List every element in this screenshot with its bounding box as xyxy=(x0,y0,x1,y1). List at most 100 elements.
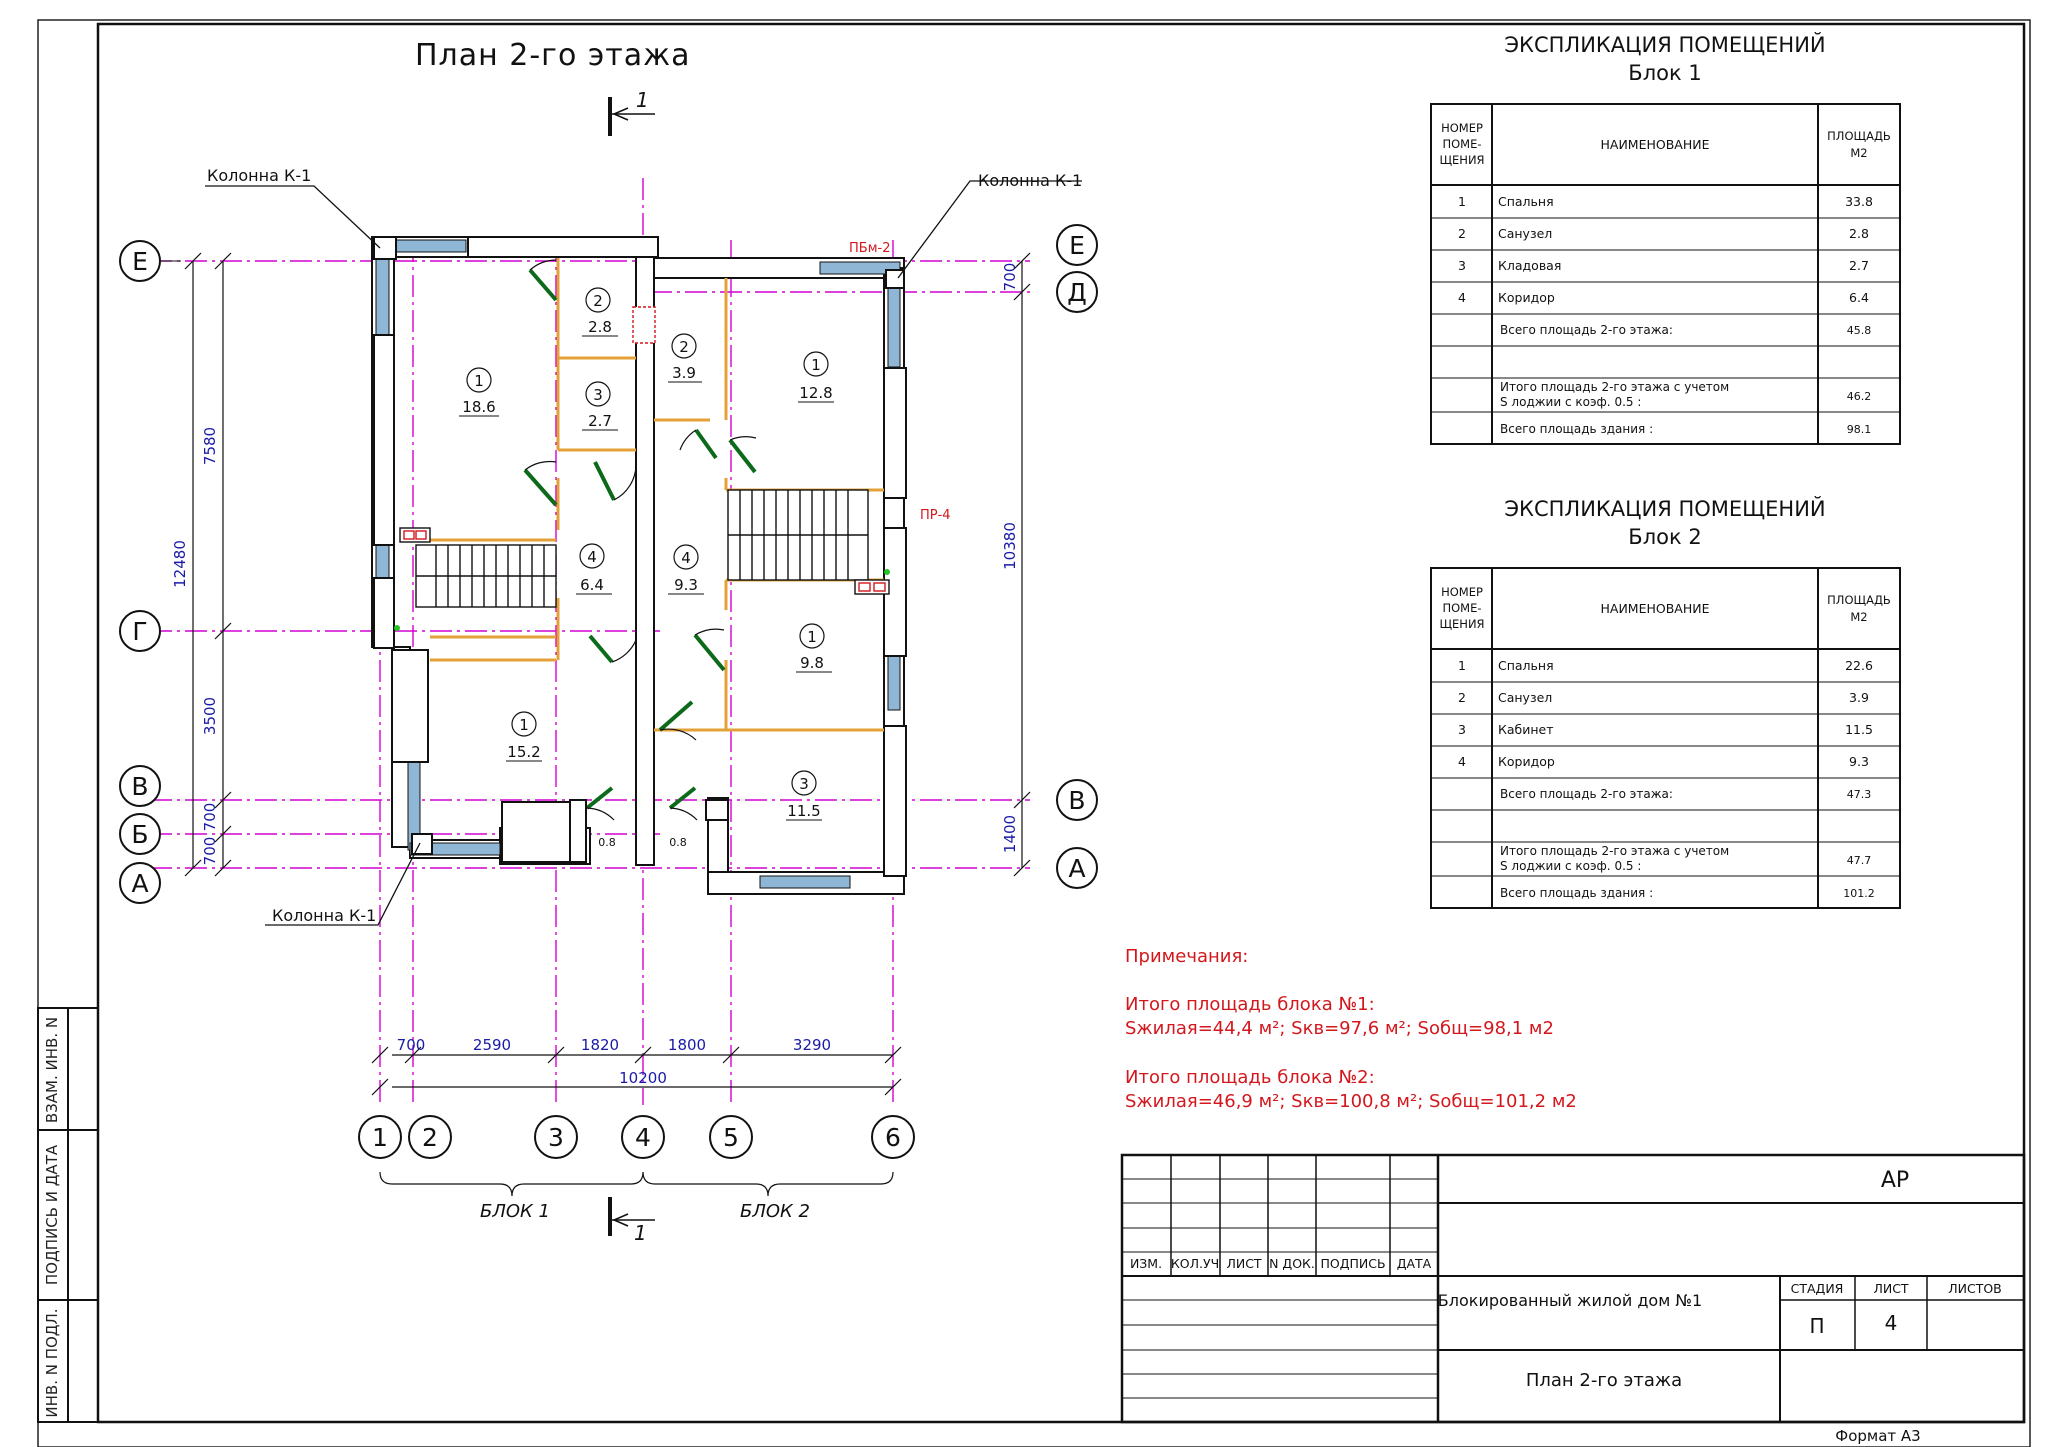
room-2-1a: 1 12.8 xyxy=(798,351,834,403)
t2-r4-name: Коридор xyxy=(1498,754,1555,769)
t2-total-building: 101.2 xyxy=(1843,887,1875,900)
room-2-3-num: 3 xyxy=(799,775,809,793)
room-1-3: 3 2.7 xyxy=(582,381,618,431)
axis-row-v-left: В xyxy=(131,772,148,801)
dim-bottom-5: 3290 xyxy=(793,1036,831,1054)
t1-r1-area: 33.8 xyxy=(1845,194,1873,209)
strip-label-sign: ПОДПИСЬ И ДАТА xyxy=(43,1144,61,1285)
dim-left-2: 3500 xyxy=(201,697,219,735)
t1-h-num-3: ЩЕНИЯ xyxy=(1439,153,1484,167)
t2-total-floor: 47.3 xyxy=(1847,788,1872,801)
stamp-col-kolvo: КОЛ.УЧ xyxy=(1171,1256,1219,1271)
room-1-5: 1 15.2 xyxy=(506,711,542,762)
room-2-1b: 1 9.8 xyxy=(796,623,832,673)
room-1-1: 1 18.6 xyxy=(459,367,499,417)
dim-bottom-total: 10200 xyxy=(619,1069,667,1087)
room-2-3-area: 11.5 xyxy=(787,802,820,820)
room-1-1-area: 18.6 xyxy=(462,398,495,416)
axis-row-a-left: А xyxy=(131,869,148,898)
room-1-2: 2 2.8 xyxy=(582,287,618,337)
explication-2-block: Блок 2 xyxy=(1628,525,1701,549)
t2-r3-n: 3 xyxy=(1458,722,1466,737)
inner-frame xyxy=(96,22,2026,1424)
stamp-col-list: ЛИСТ xyxy=(1226,1256,1261,1271)
t2-total-loggia: 47.7 xyxy=(1847,854,1872,867)
room-1-1-num: 1 xyxy=(474,372,484,390)
axis-col-4: 4 xyxy=(635,1123,651,1152)
t2-r1-n: 1 xyxy=(1458,658,1466,673)
block-2-label: БЛОК 2 xyxy=(740,1201,810,1222)
t1-total-loggia-label-1: Итого площадь 2-го этажа с учетом xyxy=(1500,380,1729,394)
stair-block-2 xyxy=(727,489,869,581)
t2-h-num-3: ЩЕНИЯ xyxy=(1439,617,1484,631)
notes-heading: Примечания: xyxy=(1125,946,1248,967)
t1-r2-name: Санузел xyxy=(1498,226,1552,241)
t1-r4-n: 4 xyxy=(1458,290,1466,305)
t2-r2-name: Санузел xyxy=(1498,690,1552,705)
section-mark-bottom-label: 1 xyxy=(634,1221,647,1245)
t2-r2-area: 3.9 xyxy=(1849,690,1869,705)
wall-piers xyxy=(373,236,907,877)
stamp-sheets-label: ЛИСТОВ xyxy=(1948,1281,2002,1296)
room-1-5-num: 1 xyxy=(519,716,529,734)
vent-blocks xyxy=(394,306,890,631)
block-1-label: БЛОК 1 xyxy=(480,1201,550,1222)
column-label-bottom: Колонна К-1 xyxy=(272,906,376,925)
axis-row-g-left: Г xyxy=(132,617,147,646)
column-label-top-right: Колонна К-1 xyxy=(978,171,1082,190)
t2-r3-area: 11.5 xyxy=(1845,722,1873,737)
t1-r1-name: Спальня xyxy=(1498,194,1554,209)
t2-h-num-2: ПОМЕ- xyxy=(1442,601,1481,615)
column-label-top-left: Колонна К-1 xyxy=(207,166,311,185)
axis-bubbles xyxy=(119,224,1098,1159)
t1-r3-name: Кладовая xyxy=(1498,258,1561,273)
t2-r4-area: 9.3 xyxy=(1849,754,1869,769)
axis-col-5: 5 xyxy=(723,1123,739,1152)
outer-frame xyxy=(37,19,2031,1447)
t2-total-loggia-label-1: Итого площадь 2-го этажа с учетом xyxy=(1500,844,1729,858)
section-mark-bottom: 1 xyxy=(608,1197,655,1245)
room-2-1b-num: 1 xyxy=(807,628,817,646)
t1-h-area-1: ПЛОЩАДЬ xyxy=(1827,129,1891,143)
t1-total-building-label: Всего площадь здания : xyxy=(1500,422,1653,436)
axis-row-d-right: Д xyxy=(1067,278,1087,307)
explication-2-title: ЭКСПЛИКАЦИЯ ПОМЕЩЕНИЙ xyxy=(1504,496,1825,521)
notes-block2-line: Sжилая=46,9 м²; Sкв=100,8 м²; Sобщ=101,2… xyxy=(1125,1091,1577,1112)
dim-left-3: 700 xyxy=(201,803,219,832)
room-2-3: 3 11.5 xyxy=(786,770,822,821)
room-1-4: 4 6.4 xyxy=(576,543,612,595)
dim-bottom-3: 1820 xyxy=(581,1036,619,1054)
t2-h-num-1: НОМЕР xyxy=(1441,585,1483,599)
notes-block1-line: Sжилая=44,4 м²; Sкв=97,6 м²; Sобщ=98,1 м… xyxy=(1125,1018,1554,1039)
t2-r4-n: 4 xyxy=(1458,754,1466,769)
room-2-4-area: 9.3 xyxy=(674,576,698,594)
dim-bottom-1: 700 xyxy=(397,1036,426,1054)
t2-r3-name: Кабинет xyxy=(1498,722,1554,737)
explication-1: ЭКСПЛИКАЦИЯ ПОМЕЩЕНИЙ Блок 1 НОМЕР ПОМЕ-… xyxy=(1430,32,1901,445)
room-1-3-area: 2.7 xyxy=(588,412,612,430)
title-block-text: ИЗМ. КОЛ.УЧ ЛИСТ N ДОК. ПОДПИСЬ ДАТА АР … xyxy=(1130,1168,2002,1391)
t2-total-floor-label: Всего площадь 2-го этажа: xyxy=(1500,787,1673,801)
room-labels: 1 18.6 2 2.8 3 2.7 4 6.4 1 15.2 xyxy=(459,287,834,849)
stamp-sheet: 4 xyxy=(1885,1311,1898,1335)
explication-1-block: Блок 1 xyxy=(1628,61,1701,85)
loggia-1-area: 0.8 xyxy=(598,836,616,849)
t1-h-name: НАИМЕНОВАНИЕ xyxy=(1601,137,1710,152)
t1-h-num-1: НОМЕР xyxy=(1441,121,1483,135)
stamp-col-podpis: ПОДПИСЬ xyxy=(1320,1256,1385,1271)
room-2-2-area: 3.9 xyxy=(672,364,696,382)
dim-left-4: 700 xyxy=(201,837,219,866)
opening-label: ПР-4 xyxy=(920,508,951,523)
stamp-col-data: ДАТА xyxy=(1397,1256,1432,1271)
axis-col-2: 2 xyxy=(422,1123,438,1152)
dim-right-2: 10380 xyxy=(1001,522,1019,570)
room-2-2: 2 3.9 xyxy=(668,333,702,383)
stair-block-1 xyxy=(415,544,557,608)
explication-1-title: ЭКСПЛИКАЦИЯ ПОМЕЩЕНИЙ xyxy=(1504,32,1825,57)
t1-r1-n: 1 xyxy=(1458,194,1466,209)
notes-block1-title: Итого площадь блока №1: xyxy=(1125,994,1375,1015)
room-2-1a-num: 1 xyxy=(811,356,821,374)
room-2-1b-area: 9.8 xyxy=(800,654,824,672)
axis-row-a-right: А xyxy=(1068,854,1085,883)
